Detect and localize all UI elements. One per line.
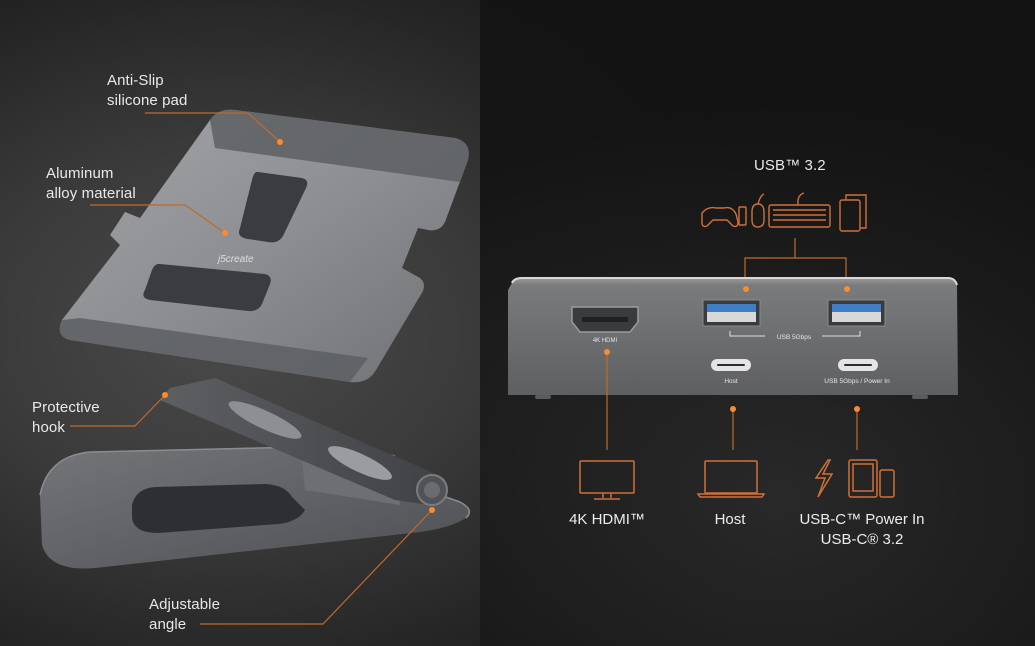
callout-aluminum-alloy: Aluminum alloy material (46, 165, 136, 202)
usb-stick-icon (738, 206, 747, 226)
svg-text:Host: Host (724, 378, 738, 385)
usb-a-port-1 (702, 299, 761, 327)
usbc-power-port: USB 5Gbps / Power In (824, 359, 890, 385)
usb-a-group-bracket (729, 331, 861, 337)
output-lines (606, 355, 858, 450)
hdmi-port: 4K HDMI (571, 306, 639, 344)
dot-hook (162, 392, 168, 398)
usb-a-port-2 (827, 299, 886, 327)
output-label-usbc: USB-C™ Power In USB-C® 3.2 (799, 511, 925, 548)
dot-angle (429, 507, 435, 513)
monitor-icon (579, 460, 635, 500)
callout-anti-slip-pad: Anti-Slip silicone pad (107, 72, 188, 109)
output-label-host: Host (714, 511, 746, 528)
svg-text:USB 5Gbps / Power In: USB 5Gbps / Power In (824, 378, 890, 385)
output-label-hdmi: 4K HDMI™ (569, 511, 645, 528)
stand-arm (160, 378, 448, 506)
dot-aluminum (222, 230, 228, 236)
power-tablet-phone-icon (814, 459, 895, 498)
mouse-icon (751, 193, 765, 228)
callout-protective-hook: Protective hook (32, 399, 100, 436)
stand-top-plate: j5create (59, 109, 469, 383)
gamepad-icon (701, 206, 739, 228)
usb-a-group-label: USB 5Gbps (777, 334, 812, 341)
hub-port-dots (604, 286, 860, 412)
usbc-host-port: Host (711, 359, 751, 385)
usb-device-icons (701, 192, 867, 232)
dot-anti-slip (277, 139, 283, 145)
keyboard-icon (768, 204, 831, 228)
callout-adjustable-angle: Adjustable angle (149, 596, 221, 633)
usb-header: USB™ 3.2 (754, 157, 826, 174)
brand-logo: j5create (216, 254, 254, 265)
stand-callout-lines (70, 112, 433, 625)
tablet-drive-icon (839, 199, 861, 232)
svg-text:4K HDMI: 4K HDMI (593, 338, 618, 344)
callout-dots (162, 139, 435, 513)
usb-bracket-lines (744, 238, 847, 287)
laptop-icon (696, 460, 766, 498)
